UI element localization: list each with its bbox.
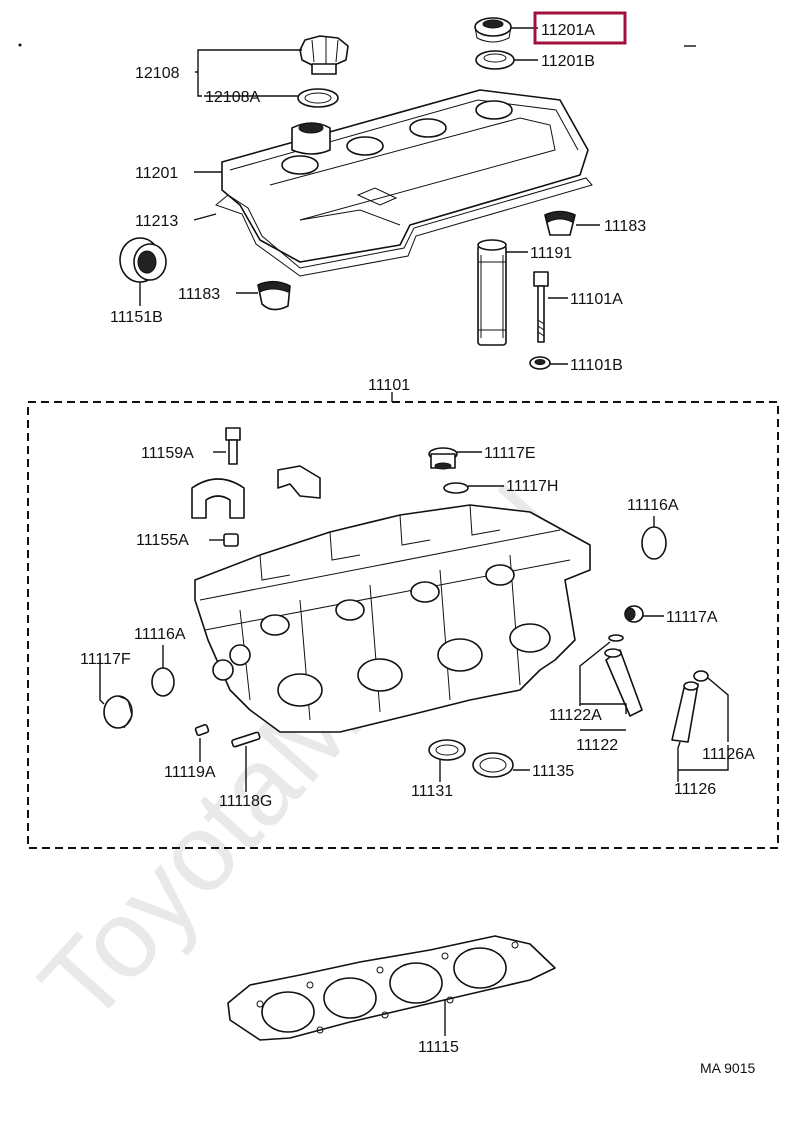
half-moon-plug-11183-right[interactable]: [544, 210, 576, 236]
valve-cover-gasket-11213[interactable]: [214, 177, 593, 277]
label-11116A-right[interactable]: 11116A: [627, 497, 679, 514]
label-11183-left[interactable]: 11183: [178, 286, 220, 303]
snap-ring-11126A[interactable]: [693, 670, 709, 682]
plug-11116A-right[interactable]: [641, 526, 667, 560]
label-11135[interactable]: 11135: [532, 763, 574, 780]
gasket-11117H[interactable]: [443, 482, 469, 494]
label-11191[interactable]: 11191: [530, 245, 572, 262]
sleeve-11191[interactable]: [477, 239, 507, 346]
plug-11117F[interactable]: [103, 695, 133, 729]
leader-lines: [99, 27, 729, 1036]
label-11101[interactable]: 11101: [368, 377, 410, 394]
label-11117H[interactable]: 11117H: [506, 478, 558, 495]
label-11131[interactable]: 11131: [411, 783, 453, 800]
label-11101B[interactable]: 11101B: [570, 357, 623, 374]
label-11117E[interactable]: 11117E: [484, 445, 536, 462]
pin-11118G[interactable]: [231, 731, 261, 748]
stray-dot: [18, 43, 22, 47]
figure-code: MA 9015: [700, 1060, 755, 1076]
label-11117F[interactable]: 11117F: [80, 651, 131, 668]
cylinder-head[interactable]: [194, 504, 591, 733]
valve-cover-11201[interactable]: [221, 89, 589, 263]
grommet-11201A[interactable]: [474, 17, 512, 43]
label-11151B[interactable]: 11151B: [110, 309, 163, 326]
label-11119A[interactable]: 11119A: [164, 764, 216, 781]
label-11126[interactable]: 11126: [674, 781, 716, 798]
highlight-frame-11201A: [533, 11, 627, 45]
label-11122[interactable]: 11122: [576, 737, 618, 754]
label-11183-right[interactable]: 11183: [604, 218, 646, 235]
pin-11119A[interactable]: [194, 723, 210, 737]
label-11201A[interactable]: 11201A: [541, 22, 595, 39]
bolt-11101A[interactable]: [533, 271, 549, 343]
label-11126A[interactable]: 11126A: [702, 746, 755, 763]
oil-seal-11151B[interactable]: [119, 237, 167, 283]
plug-11117E[interactable]: [428, 447, 458, 470]
washer-11101B[interactable]: [529, 356, 551, 370]
gasket-11135[interactable]: [472, 752, 514, 778]
label-11201[interactable]: 11201: [135, 165, 178, 182]
half-moon-plug-11183-left[interactable]: [257, 280, 291, 311]
valve-guide-11126[interactable]: [671, 681, 699, 743]
label-11159A[interactable]: 11159A: [141, 445, 194, 462]
label-11101A[interactable]: 11101A: [570, 291, 623, 308]
label-11116A-left[interactable]: 11116A: [134, 626, 186, 643]
plug-11117A[interactable]: [624, 605, 644, 623]
snap-ring-11122A[interactable]: [608, 634, 624, 642]
label-11117A[interactable]: 11117A: [666, 609, 718, 626]
gasket-11131[interactable]: [428, 739, 466, 761]
bearing-cap-left[interactable]: [191, 478, 245, 519]
oil-filler-cap-12108[interactable]: [299, 35, 349, 75]
label-12108[interactable]: 12108: [135, 65, 180, 82]
grommet-11201B[interactable]: [475, 50, 515, 70]
valve-guide-11122[interactable]: [604, 648, 643, 717]
label-11155A[interactable]: 11155A: [136, 532, 189, 549]
label-11115[interactable]: 11115: [418, 1039, 459, 1056]
label-11201B[interactable]: 11201B: [541, 53, 595, 70]
label-11118G[interactable]: 11118G: [219, 793, 272, 810]
bushing-11155A[interactable]: [223, 533, 239, 547]
label-11122A[interactable]: 11122A: [549, 707, 602, 724]
gasket-12108A[interactable]: [297, 88, 339, 108]
head-gasket-11115[interactable]: [227, 935, 556, 1041]
plug-11116A-left[interactable]: [151, 667, 175, 697]
bearing-cap-right[interactable]: [277, 465, 321, 499]
label-12108A[interactable]: 12108A: [205, 89, 260, 106]
label-11213[interactable]: 11213: [135, 213, 178, 230]
bolt-11159A[interactable]: [225, 427, 241, 465]
